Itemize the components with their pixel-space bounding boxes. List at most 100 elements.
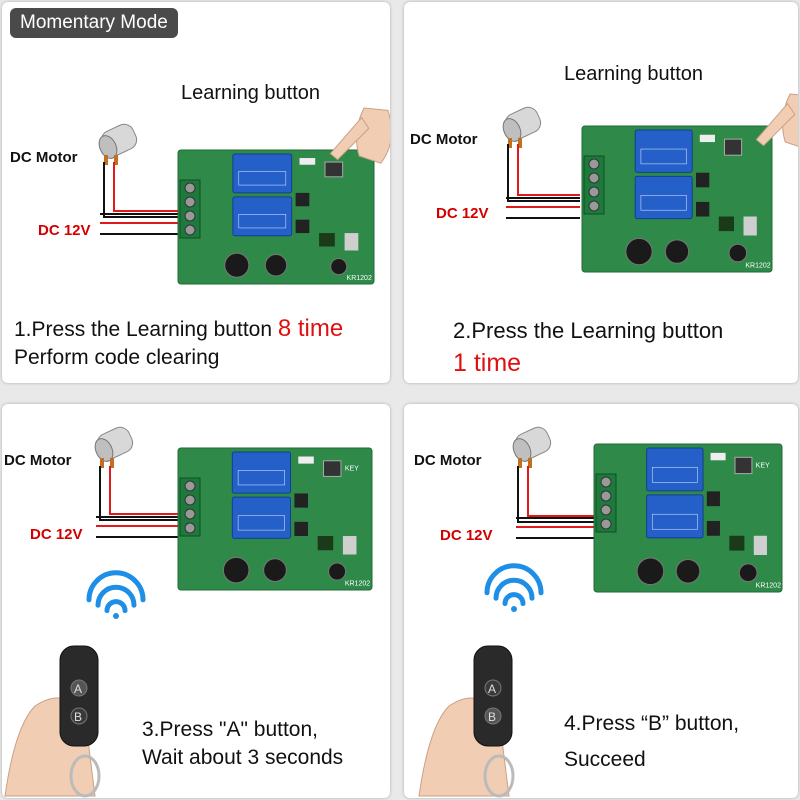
capacitor [264,254,288,277]
antenna-coil [317,536,334,551]
capacitor [664,239,690,264]
motor-wire-red [109,466,180,515]
crystal [753,535,767,555]
motor-terminal [508,138,512,148]
led-row [298,456,314,464]
capacitor [263,558,287,582]
key-ring [69,754,101,798]
terminal-screw [184,182,196,194]
relay-board: KEY KR1202 [593,443,783,593]
step-3-caption-line2: Wait about 3 seconds [142,746,344,769]
wifi-signal-icon [86,570,146,619]
crystal [743,216,757,236]
key-label: KEY [345,466,359,473]
terminal-screw [588,158,600,170]
wires [506,144,580,219]
key-ring [483,754,515,798]
capacitor [728,243,748,263]
motor-terminal [110,458,114,468]
terminal-screw [184,210,196,222]
learning-button-label: Learning button [564,63,704,85]
motor-cap [94,438,114,462]
remote-control-icon: AB [4,645,101,798]
motor-terminal [528,458,532,468]
relay [232,196,293,237]
motor-icon [94,426,134,468]
dc-motor-label: DC Motor [410,131,478,148]
step-1-caption-line2: Perform code clearing [14,346,220,369]
motor-wire-red [517,144,580,196]
mode-badge: Momentary Mode [10,8,178,38]
terminal-block [595,473,617,533]
learning-button [724,138,743,156]
wifi-arc [95,584,137,608]
terminal-screw [600,476,612,488]
capacitor [224,252,250,278]
relay-label [237,470,286,486]
terminal-screw [588,172,600,184]
led-row [299,158,316,165]
motor-cap [98,135,118,159]
terminal-screw [184,494,196,506]
board-model-label: KR1202 [745,263,770,270]
relay-board: KR1202 [177,149,375,285]
board-model-label: KR1202 [756,583,781,590]
step-2-panel: Learning button DC Motor DC 12V KR1202 2… [404,2,798,383]
capacitor [330,258,348,276]
dc-12v-label: DC 12V [440,527,493,544]
remote-control-icon: AB [418,645,515,798]
ic-chip [294,521,308,537]
motor-terminal [114,155,118,165]
terminal-screw [184,480,196,492]
step-1-panel: Momentary Mode Learning button DC Motor … [2,2,390,383]
ic-chip [294,493,308,508]
crystal [342,536,357,555]
dc-motor-label: DC Motor [414,452,482,469]
step-2-highlight: 1 time [453,349,522,377]
motor-wire-red [527,466,594,517]
motor-cap [502,118,522,142]
wires [96,466,180,538]
wifi-arc [502,592,526,607]
motor-wire-black [517,466,594,523]
ic-chip [696,172,710,188]
motor-terminal [518,138,522,148]
crystal [344,233,359,251]
finger [755,102,796,147]
motor-wire-black [103,162,178,218]
dc-12v-label: DC 12V [30,526,83,543]
relay [634,129,693,173]
relay-label [237,515,286,531]
step-1-highlight: 8 time [277,315,344,342]
motor-terminal [518,458,522,468]
wifi-arc [104,599,128,614]
capacitor [738,563,758,583]
relay-label [238,171,287,186]
motor-terminal [100,458,104,468]
motor-icon [502,106,542,148]
motor-icon [98,123,138,165]
ic-chip [706,520,720,536]
wifi-dot [511,606,517,612]
hand-pointer-icon [329,107,390,164]
relay [634,175,693,220]
remote-button-a-label: A [488,682,496,696]
finger [329,116,370,161]
relay [231,496,292,539]
key-label: KEY [756,463,770,470]
wifi-arc [484,563,544,596]
learning-button [324,161,344,178]
relay-label [651,513,698,530]
terminal-screw [588,186,600,198]
terminal-block [583,155,605,215]
step-3-caption-line1: 3.Press "A" button, [142,718,318,741]
wiring-diagram: KR1202 [98,107,390,285]
wifi-arc [493,577,535,601]
remote-button-a [70,679,88,697]
relay [232,153,293,194]
ic-chip [295,192,310,207]
remote-button-b-label: B [74,710,82,724]
capacitor [675,558,701,584]
terminal-screw [184,224,196,236]
